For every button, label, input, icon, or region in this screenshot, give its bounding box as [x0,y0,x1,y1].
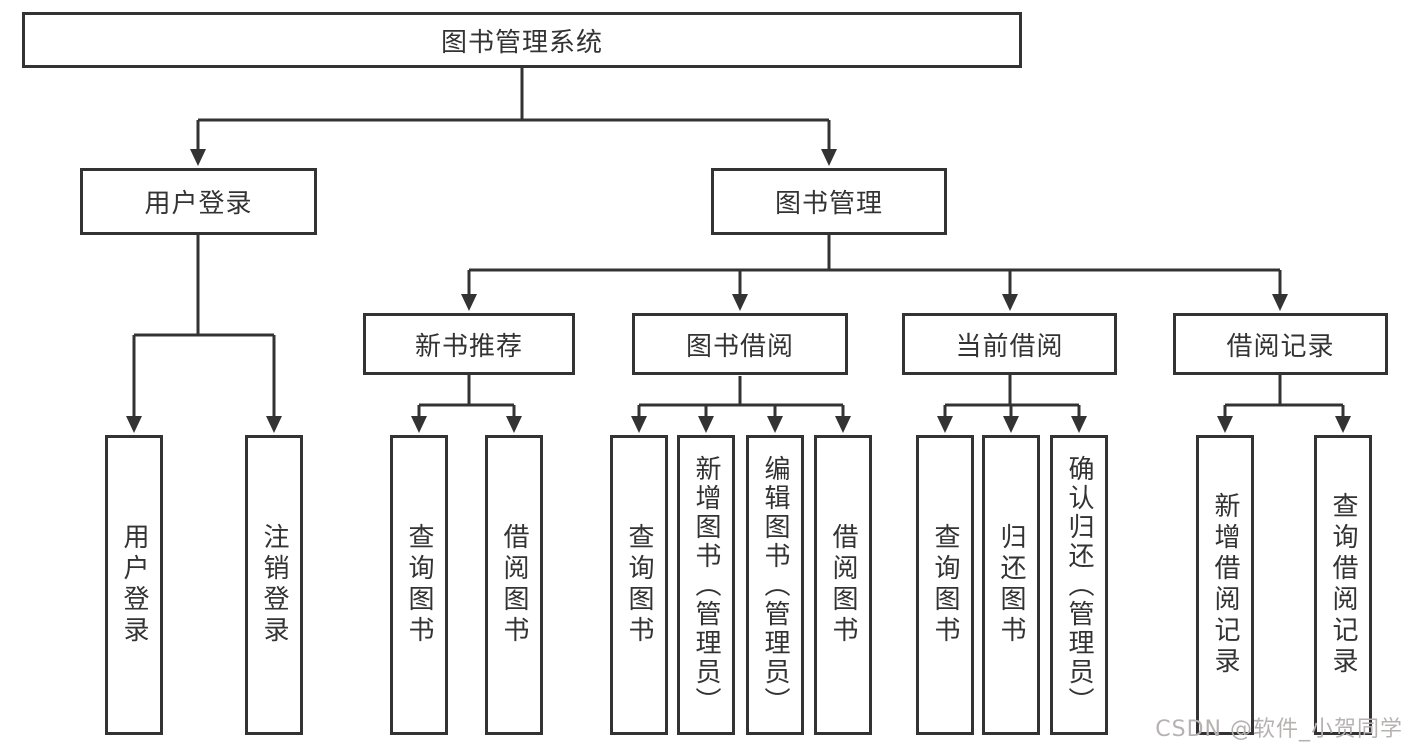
leaf-confirm-return-admin: 确认归还（管理员） [1050,435,1108,735]
leaf-label: 查询图书 [930,523,960,647]
leaf-recommend-query-books: 查询图书 [390,435,448,735]
node-user-login: 用户登录 [80,168,317,235]
leaf-recommend-borrow-books: 借阅图书 [485,435,543,735]
node-label: 借阅记录 [1226,331,1335,362]
arrowhead-down-icon [461,294,477,311]
arrowhead-down-icon [732,294,748,311]
node-borrow-records: 借阅记录 [1173,313,1388,375]
leaf-label: 确认归还（管理员） [1064,454,1094,716]
arrowhead-down-icon [266,416,282,433]
arrowhead-down-icon [1003,416,1019,433]
leaf-label: 新增借阅记录 [1210,492,1240,678]
leaf-user-login: 用户登录 [105,435,163,735]
leaf-label: 借阅图书 [499,523,529,647]
leaf-label: 查询图书 [404,523,434,647]
leaf-borrow-query-books: 查询图书 [610,435,668,735]
arrowhead-down-icon [1071,416,1087,433]
leaf-query-borrow-record: 查询借阅记录 [1314,435,1372,735]
leaf-add-books-admin: 新增图书（管理员） [677,435,735,735]
node-label: 当前借阅 [955,331,1064,362]
leaf-edit-books-admin: 编辑图书（管理员） [746,435,804,735]
node-library-management-system: 图书管理系统 [22,12,1022,68]
arrowhead-down-icon [126,416,142,433]
arrowhead-down-icon [631,416,647,433]
leaf-label: 注销登录 [259,523,289,647]
arrowhead-down-icon [1272,294,1288,311]
arrowhead-down-icon [1335,416,1351,433]
arrowhead-down-icon [835,416,851,433]
leaf-return-books: 归还图书 [982,435,1040,735]
node-book-borrow: 图书借阅 [632,313,848,375]
node-current-borrow: 当前借阅 [902,313,1117,375]
leaf-label: 查询借阅记录 [1328,492,1358,678]
node-new-book-recommend: 新书推荐 [363,313,575,375]
arrowhead-down-icon [411,416,427,433]
leaf-label: 新增图书（管理员） [691,454,721,716]
leaf-label: 归还图书 [996,523,1026,647]
leaf-label: 编辑图书（管理员） [760,454,790,716]
leaf-add-borrow-record: 新增借阅记录 [1196,435,1254,735]
leaf-logout: 注销登录 [245,435,303,735]
node-book-management: 图书管理 [711,168,947,235]
node-label: 图书管理 [774,189,883,219]
arrowhead-down-icon [698,416,714,433]
arrowhead-down-icon [821,149,837,166]
arrowhead-down-icon [506,416,522,433]
arrowhead-down-icon [1217,416,1233,433]
leaf-borrow-books: 借阅图书 [814,435,872,735]
leaf-label: 用户登录 [119,523,149,647]
node-label: 新书推荐 [414,331,523,362]
node-label: 用户登录 [144,189,253,219]
csdn-watermark: CSDN @软件_小贺同学 [1155,717,1403,742]
leaf-label: 借阅图书 [828,523,858,647]
leaf-label: 查询图书 [624,523,654,647]
arrowhead-down-icon [1002,294,1018,311]
arrowhead-down-icon [767,416,783,433]
arrowhead-down-icon [937,416,953,433]
node-label: 图书借阅 [685,331,794,362]
arrowhead-down-icon [190,149,206,166]
leaf-current-query-books: 查询图书 [916,435,974,735]
node-label: 图书管理系统 [440,27,603,58]
